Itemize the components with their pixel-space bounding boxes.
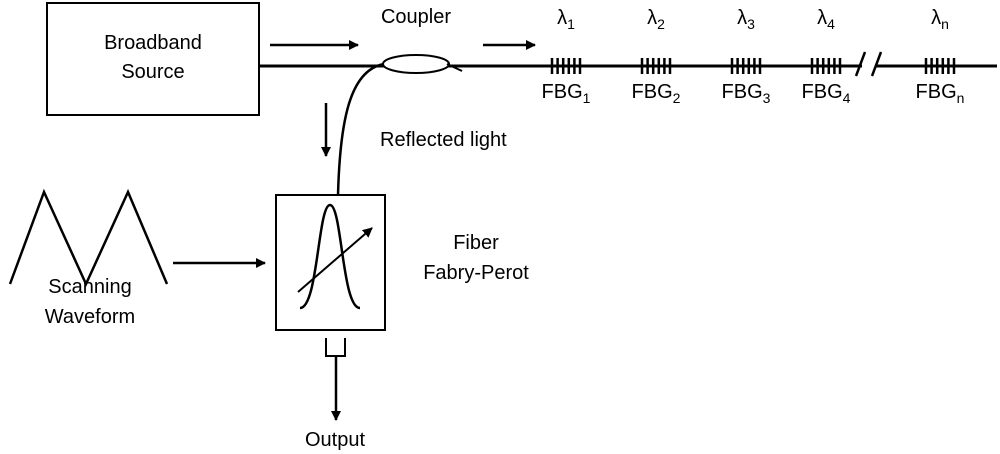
fbg-label: FBGn: [916, 81, 965, 106]
wavelength-label: λ2: [647, 7, 665, 32]
fbg-label: FBG1: [542, 81, 591, 106]
fabry-perot-filter: Fiber Fabry-Perot: [275, 194, 529, 331]
coupler: Coupler: [381, 6, 463, 74]
fbg-label: FBG4: [802, 81, 851, 106]
source-label-line1: Broadband: [104, 32, 202, 54]
source-label-line2: Source: [121, 61, 184, 83]
filter-label-line2: Fabry-Perot: [423, 262, 529, 284]
output-connector: [325, 338, 346, 357]
coupler-label: Coupler: [381, 6, 451, 28]
reflected-light-label: Reflected light: [380, 129, 507, 151]
fiber-break-mark-2: [870, 51, 883, 77]
waveform-label-line1: Scanning: [48, 276, 131, 298]
waveform-label-line2: Waveform: [45, 306, 135, 328]
fiber-break-mark-1: [854, 51, 867, 77]
filter-label-line1: Fiber: [453, 232, 499, 254]
wavelength-label: λ3: [737, 7, 755, 32]
broadband-source-box: Broadband Source: [46, 2, 260, 116]
filter-peak-curve: [299, 203, 361, 310]
wavelength-label: λn: [931, 7, 949, 32]
output-label: Output: [305, 429, 365, 451]
fbg-label: FBG3: [722, 81, 771, 106]
reflected-fiber: [336, 62, 385, 196]
wavelength-label: λ4: [817, 7, 835, 32]
tuning-arrow: [297, 227, 373, 293]
wavelength-label: λ1: [557, 7, 575, 32]
scanning-waveform: [8, 188, 169, 288]
fbg-label: FBG2: [632, 81, 681, 106]
